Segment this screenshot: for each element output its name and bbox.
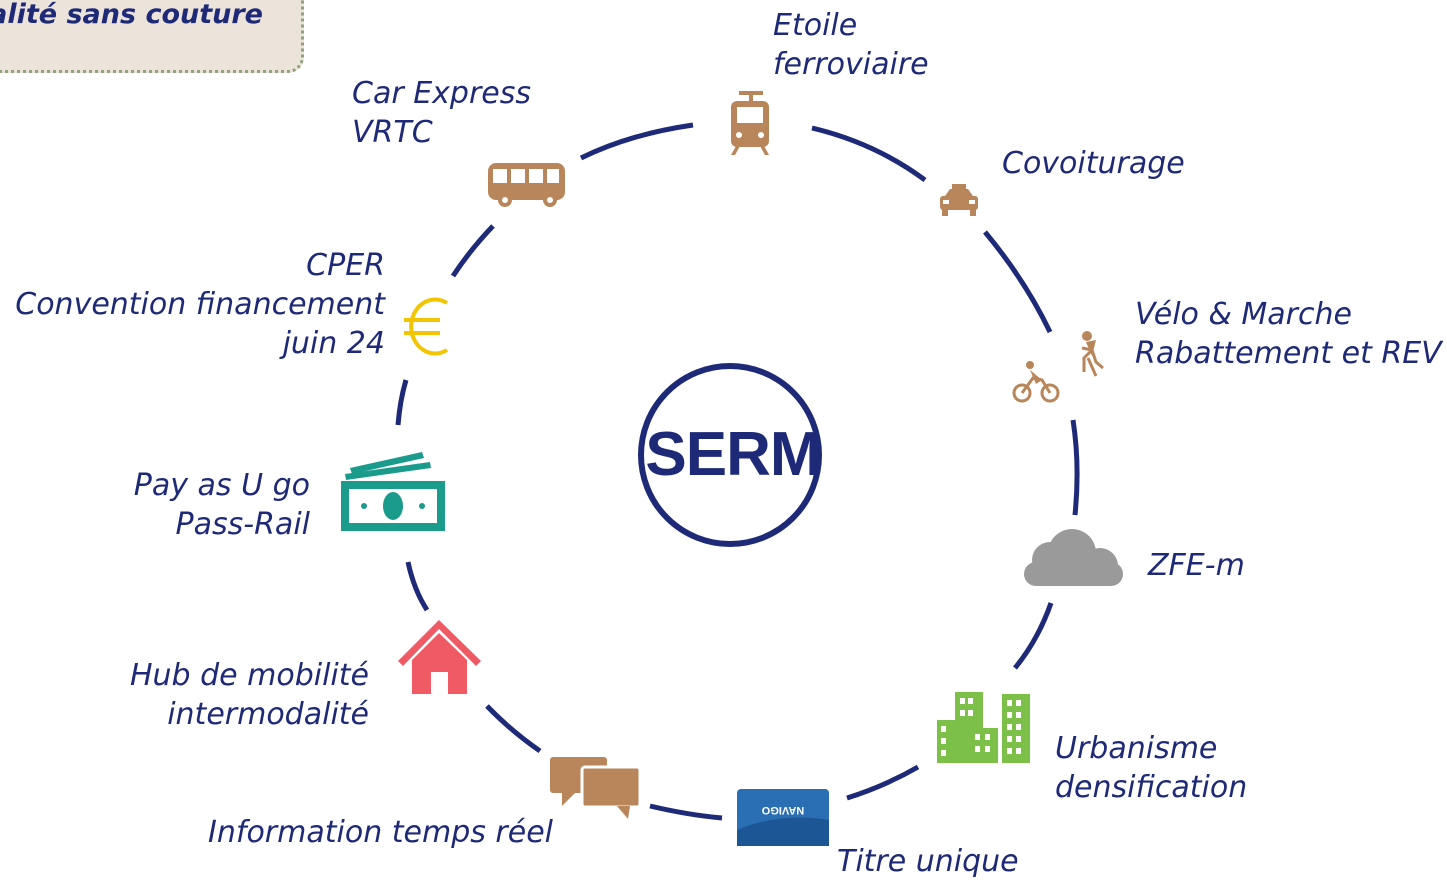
building-window: [960, 698, 965, 704]
building-window: [1007, 736, 1012, 742]
building-window: [975, 734, 980, 740]
banner: dalité sans couture: [0, 0, 304, 73]
building-window: [1016, 736, 1021, 742]
building-window: [1007, 700, 1012, 706]
building-window: [968, 710, 973, 716]
card-text: NAVIGO: [761, 804, 804, 816]
label-covoiturage: Covoiturage: [1002, 146, 1185, 181]
building-window: [1016, 712, 1021, 718]
building-window: [1007, 748, 1012, 754]
ring-arc: [983, 230, 1053, 334]
banner-text: dalité sans couture: [0, 0, 263, 30]
building-window: [1016, 724, 1021, 730]
tram-icon: [731, 91, 769, 155]
ring-arc: [846, 764, 920, 801]
building-window: [1007, 712, 1012, 718]
building-window: [985, 734, 990, 740]
ring-arc: [649, 803, 723, 821]
ring-arc: [395, 379, 409, 426]
building-window: [960, 710, 965, 716]
building-window: [941, 726, 946, 732]
buildings-windows: [941, 698, 1021, 756]
building-window: [975, 746, 980, 752]
ring-arc: [1013, 602, 1054, 670]
label-info: Information temps réel: [208, 815, 553, 850]
ring-arc: [579, 122, 694, 161]
building-window: [941, 738, 946, 744]
ring-arc: [405, 561, 430, 612]
building-window: [1016, 748, 1021, 754]
serm-label: SERM: [645, 420, 820, 489]
building-window: [1007, 724, 1012, 730]
ring-arc: [1070, 419, 1080, 516]
money-icon: [341, 452, 445, 531]
ring-arc: [485, 704, 542, 754]
ring-arc: [450, 224, 495, 278]
bus-icon: [488, 163, 565, 207]
serm-center: SERM: [638, 363, 822, 547]
house-icon: [398, 620, 481, 694]
buildings-icon: [937, 692, 1030, 763]
ring: [395, 122, 1080, 821]
label-titre: Titre unique: [837, 844, 1019, 879]
taxi-icon: [940, 184, 978, 216]
building-window: [1016, 700, 1021, 706]
label-zfe: ZFE-m: [1148, 548, 1245, 583]
building-window: [985, 746, 990, 752]
chat-icon: [550, 757, 642, 819]
euro-icon: [404, 297, 449, 356]
ring-arc: [811, 125, 927, 183]
cloud-icon: [1024, 529, 1123, 586]
building-window: [941, 750, 946, 756]
bike-walk-icon: [1012, 331, 1104, 403]
building-window: [968, 698, 973, 704]
card-icon: NAVIGO: [737, 789, 829, 846]
